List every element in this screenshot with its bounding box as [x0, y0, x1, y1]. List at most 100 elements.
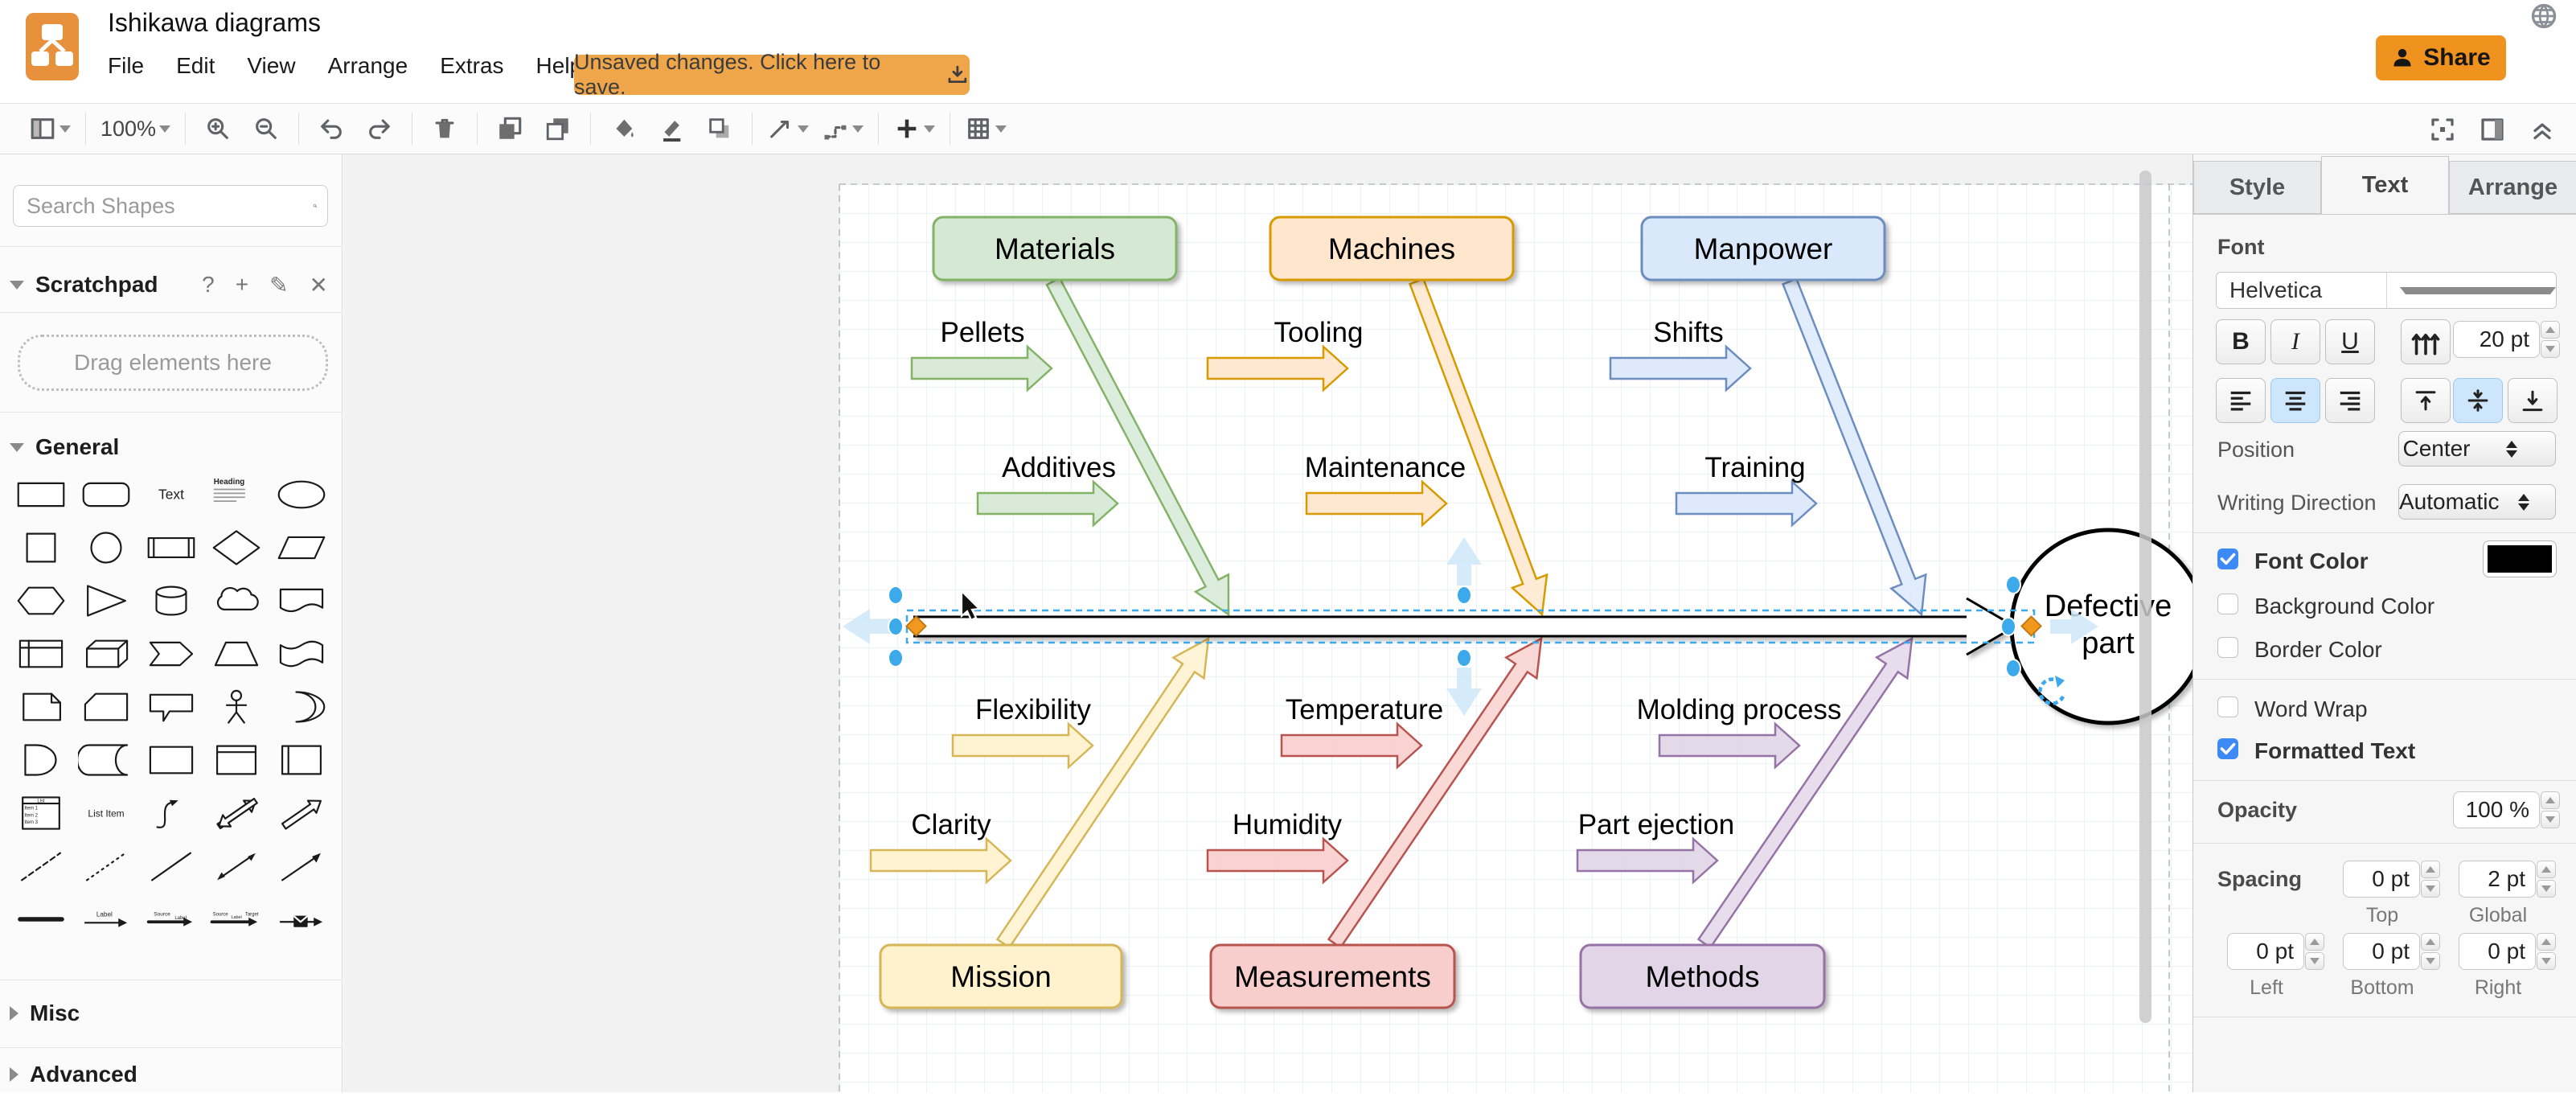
cause-part-ejection[interactable]: Part ejection — [1576, 809, 1734, 885]
font-color-checkbox[interactable] — [2217, 548, 2238, 569]
cause-flexibility[interactable]: Flexibility — [951, 694, 1094, 770]
shape-arrow[interactable] — [269, 787, 334, 840]
zoom-level-button[interactable]: 100% — [100, 111, 171, 146]
shape-arrow-with-icon[interactable] — [269, 893, 334, 946]
shape-line[interactable] — [138, 840, 203, 893]
tab-style[interactable]: Style — [2193, 161, 2321, 214]
tab-text[interactable]: Text — [2321, 156, 2449, 214]
zoom-out-button[interactable] — [248, 111, 284, 146]
shape-cylinder[interactable] — [138, 574, 203, 627]
align-center-button[interactable] — [2270, 378, 2320, 423]
zoom-in-button[interactable] — [200, 111, 236, 146]
spine-arrow[interactable] — [913, 597, 2017, 656]
shape-card[interactable] — [73, 680, 138, 733]
advanced-section-header[interactable]: Advanced — [0, 1052, 343, 1097]
delete-button[interactable] — [427, 111, 462, 146]
valign-bottom-button[interactable] — [2508, 378, 2558, 423]
shape-container[interactable] — [138, 733, 203, 787]
bone[interactable] — [1408, 277, 1548, 617]
line-color-button[interactable] — [654, 111, 689, 146]
scratchpad-help-icon[interactable]: ? — [202, 271, 215, 297]
unsaved-changes-button[interactable]: Unsaved changes. Click here to save. — [574, 50, 970, 99]
undo-button[interactable] — [314, 111, 349, 146]
shape-internal-storage[interactable] — [8, 627, 73, 680]
node-methods[interactable]: Methods — [1579, 943, 1826, 1009]
shape-document[interactable] — [269, 574, 334, 627]
chevron-down-icon[interactable] — [2385, 273, 2556, 308]
shape-process[interactable] — [138, 521, 203, 574]
background-color-checkbox[interactable] — [2217, 594, 2238, 614]
shape-arrow-with-label[interactable]: Label — [73, 893, 138, 946]
tab-arrange[interactable]: Arrange — [2449, 161, 2576, 214]
position-select[interactable]: Center — [2398, 431, 2556, 466]
language-globe-icon[interactable] — [2529, 2, 2558, 31]
to-back-button[interactable] — [540, 111, 576, 146]
node-mission[interactable]: Mission — [879, 943, 1123, 1009]
bone[interactable] — [1045, 277, 1230, 617]
shape-data-storage[interactable] — [73, 733, 138, 787]
bone[interactable] — [1781, 277, 1927, 617]
cause-clarity[interactable]: Clarity — [869, 809, 1012, 885]
font-size-stepper[interactable] — [2541, 321, 2560, 358]
align-right-button[interactable] — [2325, 378, 2375, 423]
node-measurements[interactable]: Measurements — [1209, 943, 1456, 1009]
shape-ellipse[interactable] — [269, 468, 334, 521]
fill-color-button[interactable] — [605, 111, 641, 146]
cause-maintenance[interactable]: Maintenance — [1305, 452, 1466, 528]
general-section-header[interactable]: General — [0, 425, 343, 470]
shape-and[interactable] — [8, 733, 73, 787]
spacing-global-stepper[interactable] — [2537, 861, 2556, 898]
spacing-left-stepper[interactable] — [2305, 933, 2324, 970]
redo-button[interactable] — [362, 111, 397, 146]
cause-humidity[interactable]: Humidity — [1206, 809, 1349, 885]
view-panels-button[interactable] — [29, 111, 71, 146]
shape-rectangle[interactable] — [8, 468, 73, 521]
shape-callout[interactable] — [138, 680, 203, 733]
shape-circle[interactable] — [73, 521, 138, 574]
spacing-right-stepper[interactable] — [2537, 933, 2556, 970]
spacing-right-input[interactable] — [2459, 933, 2536, 970]
menu-view[interactable]: View — [247, 53, 296, 78]
shape-cube[interactable] — [73, 627, 138, 680]
spacing-bottom-stepper[interactable] — [2421, 933, 2440, 970]
align-left-button[interactable] — [2216, 378, 2266, 423]
rotate-handle-icon[interactable] — [2038, 676, 2065, 705]
shape-rounded-rectangle[interactable] — [73, 468, 138, 521]
shape-triangle[interactable] — [73, 574, 138, 627]
font-family-select[interactable]: Helvetica — [2216, 272, 2557, 309]
cause-additives[interactable]: Additives — [976, 452, 1119, 528]
cause-training[interactable]: Training — [1675, 452, 1818, 528]
node-materials[interactable]: Materials — [932, 216, 1178, 281]
scratchpad-section-header[interactable]: Scratchpad ? + ✎ ✕ — [0, 262, 343, 307]
cause-molding-process[interactable]: Molding process — [1637, 694, 1842, 770]
shape-bidirectional-connector[interactable] — [204, 840, 269, 893]
share-button[interactable]: Share — [2376, 35, 2506, 80]
menu-file[interactable]: File — [108, 53, 145, 78]
scratchpad-edit-icon[interactable]: ✎ — [269, 272, 289, 298]
opacity-input[interactable] — [2453, 791, 2540, 828]
menu-arrange[interactable]: Arrange — [327, 53, 408, 78]
spacing-global-input[interactable] — [2459, 861, 2536, 898]
underline-button[interactable]: U — [2325, 319, 2375, 364]
fullscreen-icon[interactable] — [2428, 115, 2457, 144]
spacing-top-stepper[interactable] — [2421, 861, 2440, 898]
formatted-text-checkbox[interactable] — [2217, 738, 2238, 759]
bone[interactable] — [995, 636, 1210, 949]
font-size-input[interactable] — [2453, 321, 2540, 358]
node-manpower[interactable]: Manpower — [1640, 216, 1886, 281]
shape-cloud[interactable] — [204, 574, 269, 627]
word-wrap-checkbox[interactable] — [2217, 696, 2238, 717]
spacing-bottom-input[interactable] — [2343, 933, 2420, 970]
shape-note[interactable] — [8, 680, 73, 733]
shape-dotted-line[interactable] — [73, 840, 138, 893]
shape-step[interactable] — [138, 627, 203, 680]
search-shapes-input[interactable] — [14, 192, 313, 220]
shape-link[interactable] — [8, 893, 73, 946]
shape-dashed-line[interactable] — [8, 840, 73, 893]
shape-trapezoid[interactable] — [204, 627, 269, 680]
bone[interactable] — [1696, 636, 1914, 949]
document-title[interactable]: Ishikawa diagrams — [108, 8, 321, 37]
